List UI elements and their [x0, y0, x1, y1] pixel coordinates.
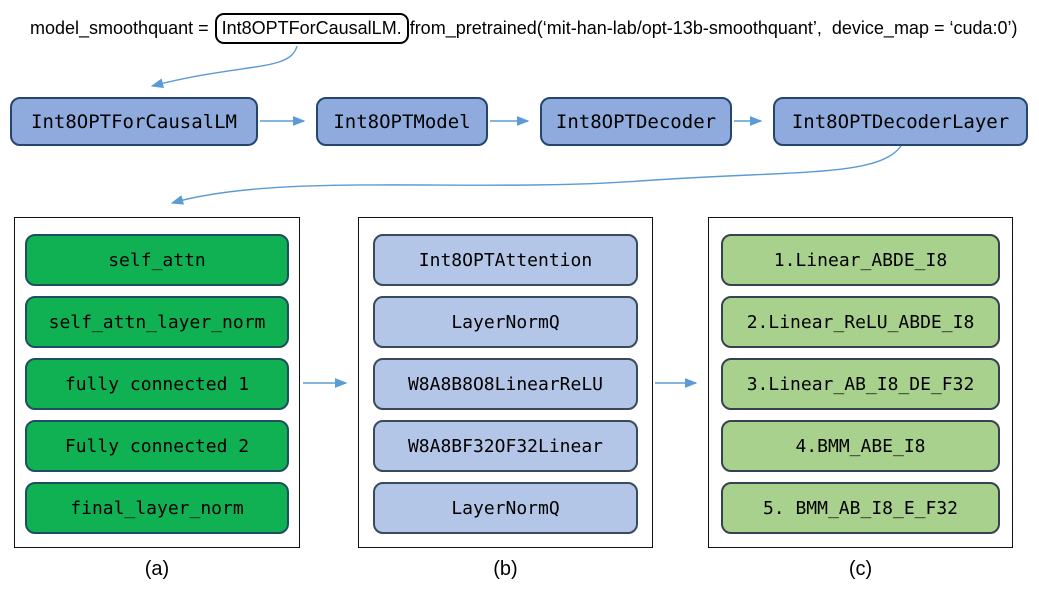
code-boxed-classname: Int8OPTForCausalLM.: [214, 13, 409, 44]
column-b-container: Int8OPTAttention LayerNormQ W8A8B8O8Line…: [358, 217, 653, 548]
arrow-code-to-pipeline: [150, 45, 298, 88]
column-b-label: (b): [493, 558, 518, 580]
col-c-item-bmm-abe-i8: 4.BMM_ABE_I8: [721, 420, 1000, 472]
code-prefix: model_smoothquant =: [30, 18, 214, 38]
column-a-container: self_attn self_attn_layer_norm fully con…: [14, 217, 300, 548]
col-b-item-w8a8b8o8linearrelu: W8A8B8O8LinearReLU: [373, 358, 638, 410]
col-b-item-layernormq-2: LayerNormQ: [373, 482, 638, 534]
column-c-container: 1.Linear_ABDE_I8 2.Linear_ReLU_ABDE_I8 3…: [708, 217, 1013, 548]
column-a-label: (a): [144, 558, 170, 580]
pipeline-box-int8optdecoder: Int8OPTDecoder: [540, 97, 732, 146]
col-a-item-self-attn: self_attn: [25, 234, 289, 286]
col-a-item-self-attn-layer-norm: self_attn_layer_norm: [25, 296, 289, 348]
col-c-item-bmm-ab-i8-e-f32: 5. BMM_AB_I8_E_F32: [721, 482, 1000, 534]
code-suffix: from_pretrained(‘mit-han-lab/opt-13b-smo…: [409, 18, 1018, 38]
code-line: model_smoothquant = Int8OPTForCausalLM.f…: [30, 13, 1018, 44]
col-b-item-int8optattention: Int8OPTAttention: [373, 234, 638, 286]
col-b-item-layernormq-1: LayerNormQ: [373, 296, 638, 348]
pipeline-box-int8optforcausallm: Int8OPTForCausalLM: [10, 97, 258, 146]
col-c-item-linear-ab-i8-de-f32: 3.Linear_AB_I8_DE_F32: [721, 358, 1000, 410]
column-c-label: (c): [848, 558, 873, 580]
pipeline-box-int8optdecoderlayer: Int8OPTDecoderLayer: [773, 97, 1028, 146]
arrow-decoderlayer-to-column-a: [170, 145, 902, 205]
col-a-item-final-layer-norm: final_layer_norm: [25, 482, 289, 534]
col-a-item-fully-connected-1: fully connected 1: [25, 358, 289, 410]
col-c-item-linear-relu-abde-i8: 2.Linear_ReLU_ABDE_I8: [721, 296, 1000, 348]
pipeline-box-int8optmodel: Int8OPTModel: [316, 97, 488, 146]
col-c-item-linear-abde-i8: 1.Linear_ABDE_I8: [721, 234, 1000, 286]
col-b-item-w8a8bf32of32linear: W8A8BF32OF32Linear: [373, 420, 638, 472]
col-a-item-fully-connected-2: Fully connected 2: [25, 420, 289, 472]
